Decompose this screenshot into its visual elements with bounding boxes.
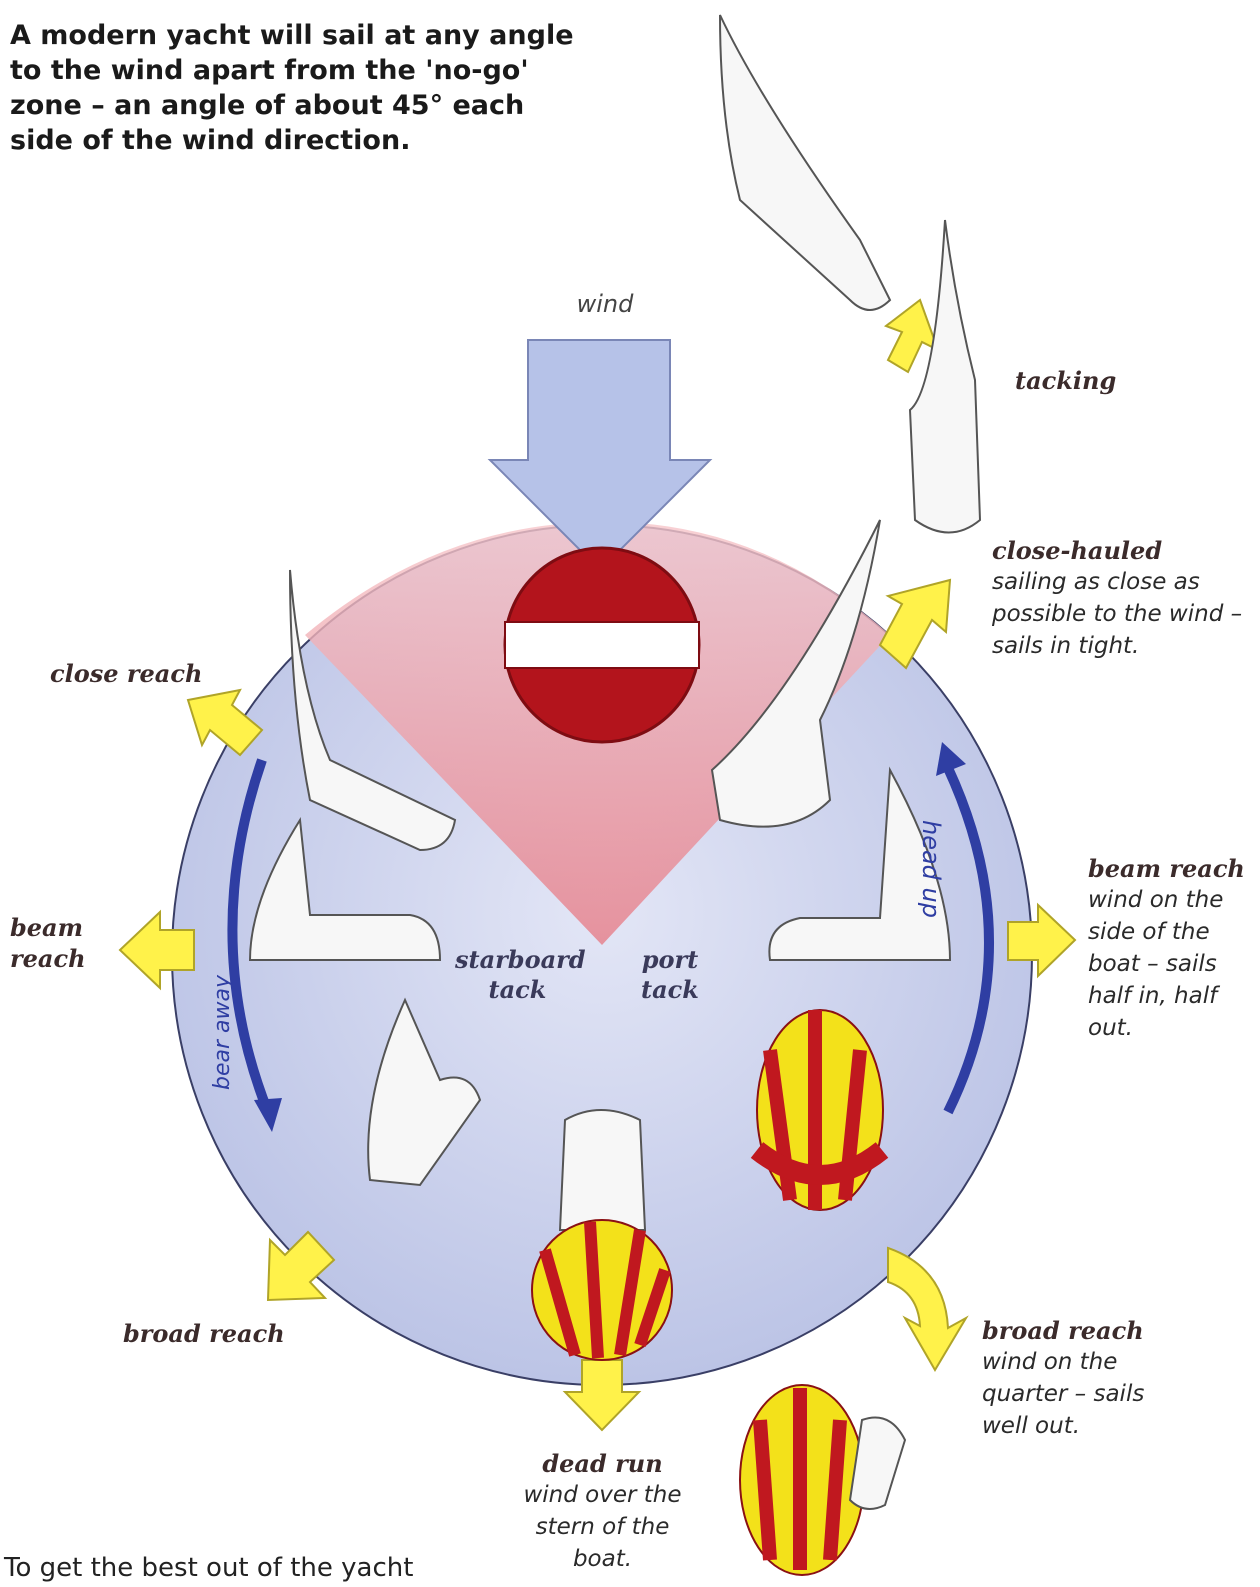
tacking-label: tacking bbox=[1015, 365, 1116, 396]
close-reach-title: close reach bbox=[50, 658, 202, 689]
beam-reach-right-label: beam reach wind on the side of the boat … bbox=[1088, 853, 1248, 1044]
close-hauled-desc: sailing as close as possible to the wind… bbox=[992, 569, 1242, 659]
dead-run-desc: wind over the stern of the boat. bbox=[523, 1482, 681, 1572]
spinnaker-broad-reach-right bbox=[740, 1385, 905, 1575]
intro-text: A modern yacht will sail at any angle to… bbox=[10, 18, 590, 158]
head-up-label: head up bbox=[917, 820, 945, 930]
no-entry-sign bbox=[505, 548, 699, 742]
close-reach-label: close reach bbox=[50, 658, 202, 689]
yacht-tacking-1 bbox=[720, 15, 890, 310]
yacht-tacking-2 bbox=[910, 220, 980, 533]
close-hauled-arrow bbox=[880, 580, 950, 668]
broad-reach-right-label: broad reach wind on the quarter – sails … bbox=[982, 1315, 1182, 1442]
beam-reach-right-desc: wind on the side of the boat – sails hal… bbox=[1088, 887, 1223, 1041]
spinnaker-port-broad-reach bbox=[757, 1010, 883, 1210]
dead-run-label: dead run wind over the stern of the boat… bbox=[505, 1448, 700, 1575]
tacking-title: tacking bbox=[1015, 365, 1116, 396]
broad-reach-left-title: broad reach bbox=[123, 1318, 285, 1349]
close-hauled-title: close-hauled bbox=[992, 535, 1247, 566]
close-hauled-label: close-hauled sailing as close as possibl… bbox=[992, 535, 1247, 662]
spinnaker-dead-run bbox=[532, 1220, 672, 1360]
dead-run-title: dead run bbox=[505, 1448, 700, 1479]
bear-away-label: bear away bbox=[210, 960, 235, 1090]
wind-label: wind bbox=[560, 290, 650, 318]
starboard-tack-label: starboard tack bbox=[455, 945, 580, 1005]
beam-reach-left-title: beam reach bbox=[10, 912, 90, 974]
broad-reach-right-arrow bbox=[888, 1248, 966, 1370]
beam-reach-left-label: beam reach bbox=[10, 912, 90, 974]
yacht-dead-run-hull bbox=[560, 1110, 645, 1230]
port-tack-label: port tack bbox=[630, 945, 710, 1005]
yacht-broad-reach-right-hull bbox=[850, 1418, 905, 1510]
broad-reach-right-title: broad reach bbox=[982, 1315, 1182, 1346]
broad-reach-right-desc: wind on the quarter – sails well out. bbox=[982, 1349, 1144, 1439]
beam-reach-right-title: beam reach bbox=[1088, 853, 1248, 884]
bottom-partial-text: To get the best out of the yacht bbox=[4, 1553, 434, 1583]
broad-reach-left-label: broad reach bbox=[123, 1318, 285, 1349]
